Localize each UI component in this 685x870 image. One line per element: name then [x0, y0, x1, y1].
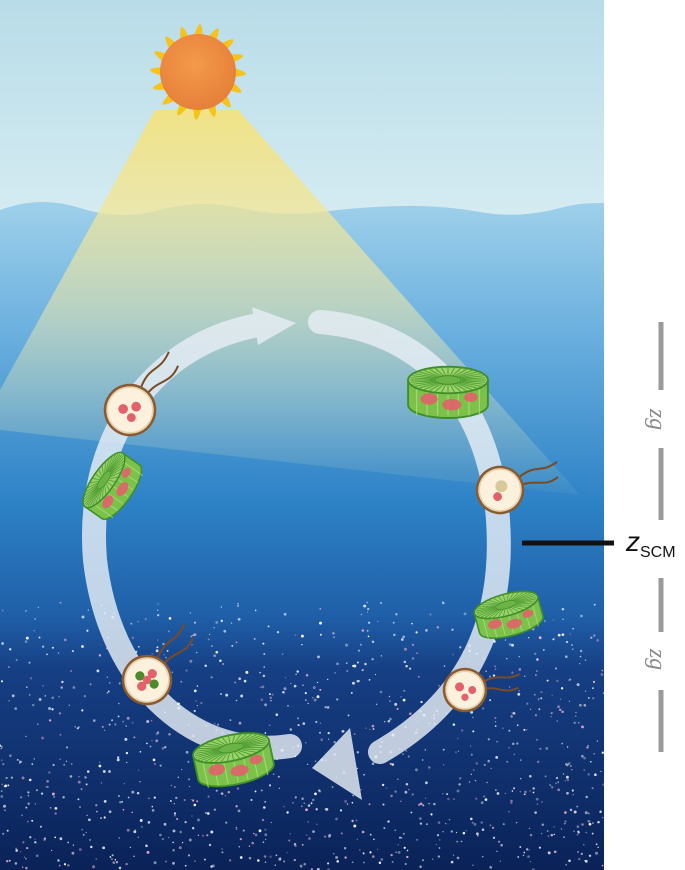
dinoflagellate-icon [475, 461, 559, 515]
diatom-icon [407, 365, 489, 419]
diatom-icon [192, 732, 275, 788]
zg-upper-label: zg [644, 408, 671, 431]
deep-particles [0, 601, 604, 870]
z-scm-label: zSCM [626, 526, 676, 561]
dinoflagellate-icon [103, 351, 179, 437]
zg-lower-label: zg [644, 648, 671, 671]
z-scm-main: z [626, 526, 640, 557]
dinoflagellate-icon [442, 667, 521, 713]
sun-icon [150, 24, 246, 120]
dinoflagellate-icon [121, 624, 194, 706]
diatom-icon [473, 590, 544, 640]
z-scm-sub: SCM [640, 544, 676, 561]
diatom-icon [82, 451, 143, 520]
